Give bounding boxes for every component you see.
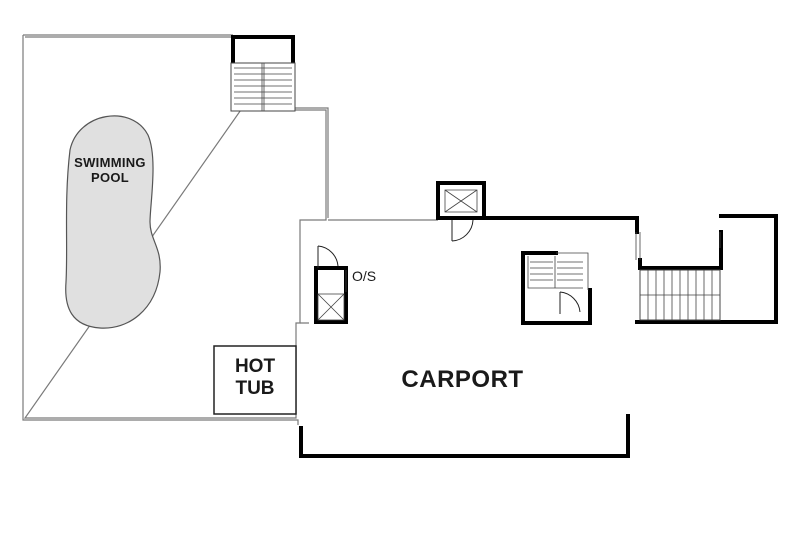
carport-label: CARPORT	[401, 366, 524, 393]
exterior-stairs	[639, 269, 721, 321]
carport-walls	[299, 214, 778, 458]
hot-tub-label: HOT TUB	[234, 356, 276, 399]
elevator-box	[436, 181, 486, 242]
outside-storage	[314, 245, 348, 324]
hot-tub	[213, 345, 297, 415]
pool-label: SWIMMING POOL	[74, 155, 146, 185]
swimming-pool	[65, 115, 161, 329]
stair-core	[521, 251, 592, 325]
deck-stairs	[230, 35, 296, 112]
outside-storage-label: O/S	[352, 268, 377, 284]
